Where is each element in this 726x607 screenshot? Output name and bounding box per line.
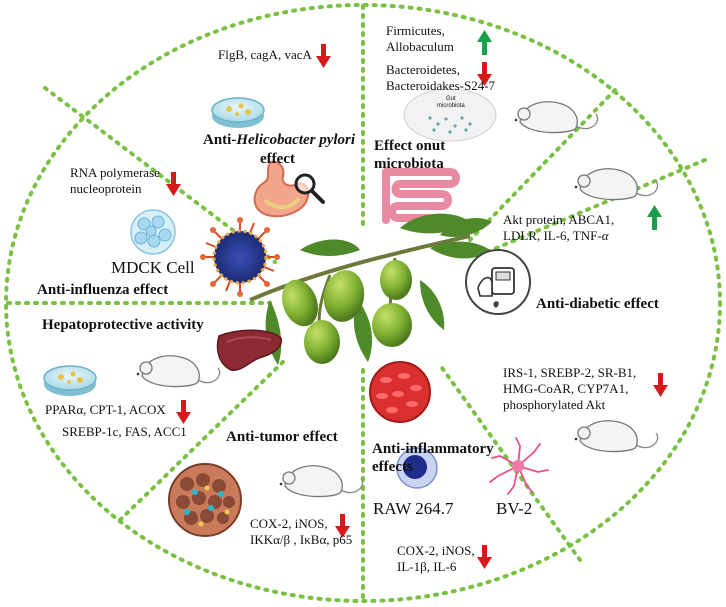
macrophage-cell-icon [396, 447, 438, 489]
virus-icon [200, 217, 280, 297]
olive-branch-image [249, 213, 492, 365]
diabetic-title: Anti-diabetic effect [536, 296, 659, 312]
raw-cell-label: RAW 264.7 [373, 499, 454, 518]
helicobacter-title-italic: Helicobacter pylori [236, 132, 356, 148]
down-arrow-icon [176, 400, 191, 424]
down-arrow-icon [335, 514, 350, 538]
inflammatory-markers: COX-2, iNOS, IL-1β, IL-6 [397, 543, 475, 574]
mouse-icon [136, 355, 221, 388]
helicobacter-title-prefix: Anti- [203, 132, 237, 148]
gut-microbiota-inset-label: Gut microbiota [437, 96, 465, 109]
microglia-cell-icon [489, 437, 549, 495]
hepatoprotective-markers-line1: PPARα, CPT-1, ACOX [45, 402, 166, 417]
tumor-title: Anti-tumor effect [226, 429, 338, 445]
influenza-title: Anti-influenza effect [37, 282, 169, 298]
gut-microbiota-inset [403, 88, 497, 142]
up-arrow-icon [647, 205, 662, 230]
mouse-icon [279, 465, 364, 498]
blood-vessel-icon [369, 361, 431, 423]
helicobacter-title: Anti-Helicobacter pylori [203, 131, 355, 149]
outer-ring [4, 3, 722, 603]
tumor-tissue-icon [168, 463, 242, 537]
down-arrow-icon [316, 44, 331, 68]
microbiota-title: Effect onut microbiota [374, 138, 446, 172]
hepatoprotective-title: Hepatoprotective activity [42, 317, 204, 333]
diabetic-down-markers: IRS-1, SREBP-2, SR-B1, HMG-CoAR, CYP7A1,… [503, 365, 637, 412]
diabetic-up-markers-text: Akt protein, ABCA1, LDLR, IL-6, TNF- [503, 212, 615, 243]
down-arrow-icon [653, 373, 668, 397]
intestine-icon [382, 168, 460, 224]
diabetic-up-markers-tail: α [601, 228, 609, 243]
mouse-icon [574, 168, 659, 201]
mdck-cell-label: MDCK Cell [111, 258, 195, 277]
bv2-cell-label: BV-2 [496, 499, 533, 518]
hepatoprotective-markers-line2: SREBP-1c, FAS, ACC1 [62, 424, 187, 439]
mouse-icon [514, 101, 599, 134]
microbiota-down-markers: Bacteroidetes, Bacteroidakes-S24-7 [386, 62, 496, 93]
down-arrow-icon [477, 62, 492, 86]
mdck-cell-icon [130, 209, 176, 255]
tumor-markers: COX-2, iNOS, IKKα/β , IκBα, p65 [250, 516, 353, 547]
helicobacter-title-suffix: effect [260, 151, 295, 167]
mouse-icon [574, 420, 659, 453]
down-arrow-icon [477, 545, 492, 569]
inflammatory-title: Anti-inflammatory effects [372, 441, 494, 475]
petri-dish-icon [211, 97, 265, 128]
up-arrow-icon [477, 30, 492, 55]
diabetic-up-markers: Akt protein, ABCA1, LDLR, IL-6, TNF-α [503, 212, 614, 244]
liver-icon [216, 329, 282, 371]
influenza-markers: RNA polymerase nucleoprotein [70, 165, 160, 196]
helicobacter-markers: FlgB, cagA, vacA [218, 47, 312, 62]
down-arrow-icon [166, 172, 181, 196]
glucose-meter-icon [465, 249, 531, 315]
microbiota-up-markers: Firmicutes, Allobaculum [386, 23, 454, 54]
petri-dish-icon [43, 365, 97, 396]
stomach-icon [253, 160, 325, 218]
